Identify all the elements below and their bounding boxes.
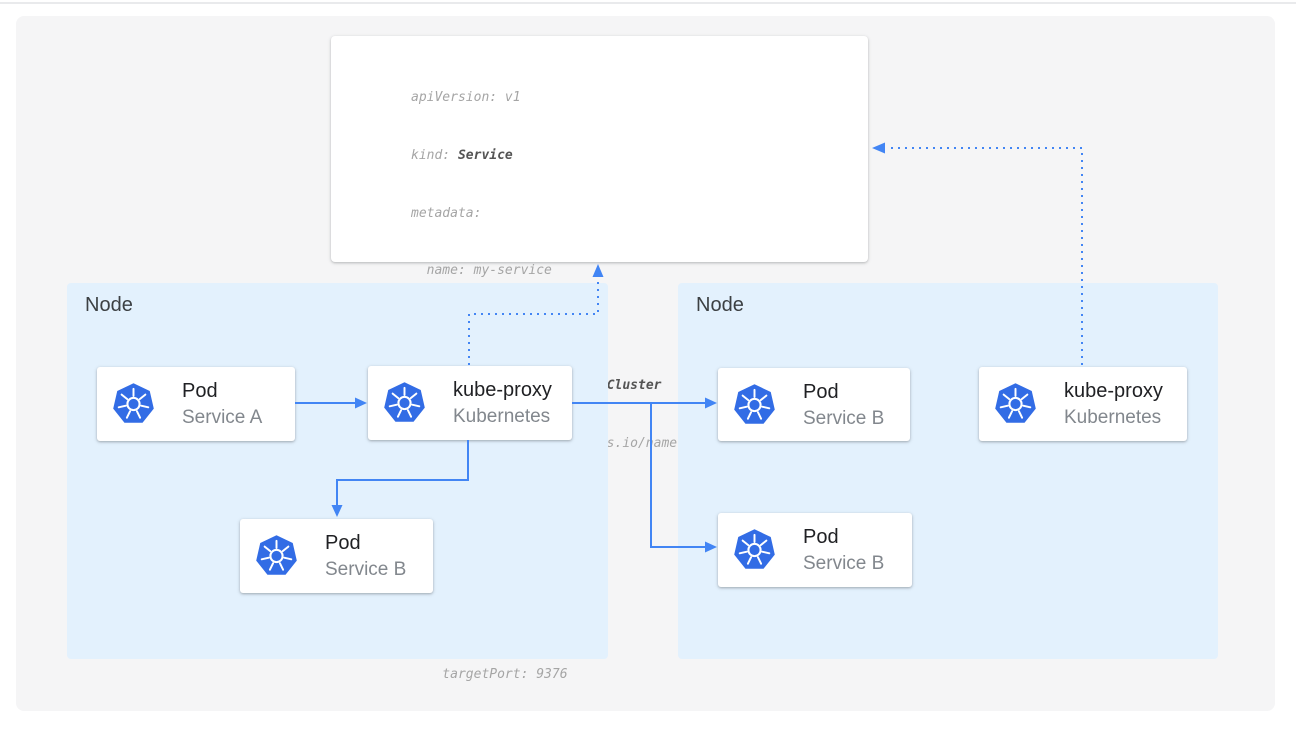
kubernetes-icon: [384, 382, 425, 422]
card-subtitle: Service B: [803, 553, 885, 574]
node-label: Node: [85, 294, 133, 316]
yaml-line: metadata:: [411, 205, 482, 221]
kubernetes-icon: [734, 383, 775, 424]
pod-card-service-a: Pod Service A: [97, 367, 295, 441]
card-title: kube-proxy: [453, 379, 552, 401]
top-divider: [0, 2, 1296, 4]
kubernetes-icon: [113, 383, 154, 423]
service-yaml-panel: apiVersion: v1 kind: Service metadata: n…: [331, 36, 868, 682]
diagram-canvas: apiVersion: v1 kind: Service metadata: n…: [16, 16, 1275, 711]
node-right: Node Pod Service B: [678, 283, 1218, 659]
kubernetes-icon: [995, 383, 1036, 423]
pod-card-service-b-top: Pod Service B: [718, 368, 910, 441]
card-subtitle: Service B: [325, 559, 407, 580]
pod-card-service-b-bottom: Pod Service B: [718, 513, 912, 587]
yaml-line: name: my-service: [411, 263, 552, 279]
pod-card-service-b-left: Pod Service B: [240, 519, 433, 593]
card-title: Pod: [182, 380, 218, 402]
yaml-line: apiVersion: v1: [411, 90, 521, 106]
card-subtitle: Kubernetes: [1064, 407, 1162, 428]
node-left: Node Pod Service A: [67, 283, 608, 659]
kube-proxy-card-right: kube-proxy Kubernetes: [979, 367, 1187, 441]
kube-proxy-card-left: kube-proxy Kubernetes: [368, 366, 572, 440]
card-subtitle: Service A: [182, 407, 263, 428]
yaml-line: kind: Service: [411, 148, 513, 164]
card-subtitle: Kubernetes: [453, 406, 551, 427]
node-label: Node: [696, 294, 744, 316]
card-title: Pod: [803, 526, 839, 548]
kubernetes-icon: [256, 535, 297, 575]
card-subtitle: Service B: [803, 407, 885, 429]
kubernetes-icon: [734, 529, 775, 569]
card-title: kube-proxy: [1064, 380, 1163, 402]
card-title: Pod: [803, 380, 839, 403]
card-title: Pod: [325, 532, 361, 554]
yaml-line: targetPort: 9376: [411, 666, 568, 682]
